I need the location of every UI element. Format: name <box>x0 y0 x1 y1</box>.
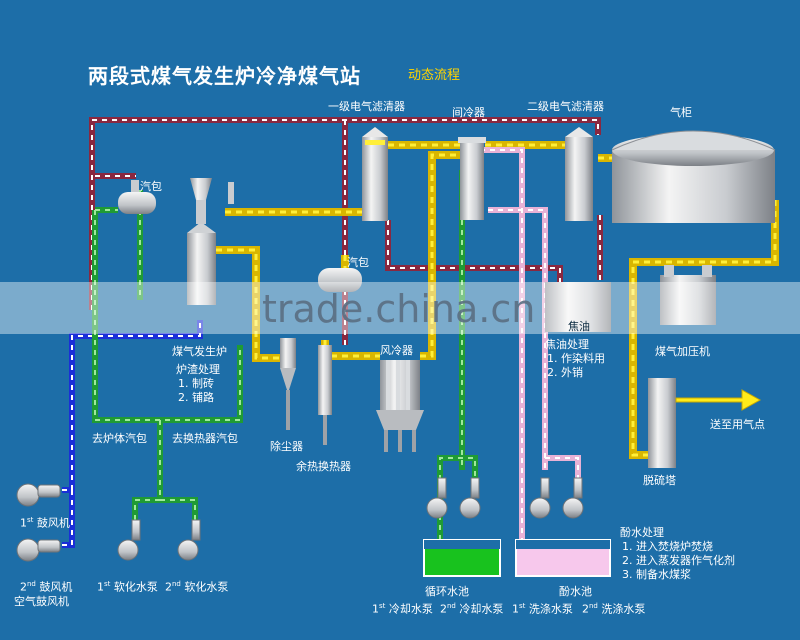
slag-title: 炉渣处理 <box>176 363 220 376</box>
label-dust-remover: 除尘器 <box>270 440 303 453</box>
label-gas-booster: 煤气加压机 <box>655 345 710 358</box>
label-esp2: 二级电气滤清器 <box>527 100 604 113</box>
label-cool-pump-2: 2nd 冷却水泵 <box>440 602 504 616</box>
tar-tank <box>545 282 611 332</box>
label-wash-pump-2: 2nd 洗涤水泵 <box>582 602 646 616</box>
phenol-title: 酚水处理 <box>620 526 664 539</box>
cooling-water-pump-1 <box>426 477 448 519</box>
label-to-users: 送至用气点 <box>710 418 765 431</box>
phenol-item-1: 1. 进入焚烧炉焚烧 <box>622 540 713 553</box>
tar-notes: 焦油处理 1. 作染料用 2. 外销 <box>545 338 605 380</box>
label-soft-pump-2: 2nd 软化水泵 <box>165 580 229 594</box>
label-to-exchanger-drum: 去换热器汽包 <box>172 432 238 445</box>
label-blower-1: 1st 鼓风机 <box>20 516 70 530</box>
intercooler <box>458 137 486 220</box>
electrostatic-precipitator-1 <box>362 127 388 221</box>
label-intercooler: 间冷器 <box>452 106 485 119</box>
page-title: 两段式煤气发生炉冷净煤气站 <box>88 64 361 88</box>
watermark-band <box>0 282 800 334</box>
watermark: trade.china.cn <box>262 287 536 331</box>
phenol-item-2: 2. 进入蒸发器作气化剂 <box>622 554 735 567</box>
label-tar: 焦油 <box>568 320 590 333</box>
label-esp1: 一级电气滤清器 <box>328 100 405 113</box>
soft-water-pump-2 <box>177 519 201 561</box>
air-cooler <box>376 360 424 452</box>
circulating-water-pool <box>423 539 501 577</box>
label-wash-pump-1: 1st 洗涤水泵 <box>512 602 573 616</box>
label-circ-pool: 循环水池 <box>425 585 469 598</box>
label-steam-drum-2: 汽包 <box>347 256 369 269</box>
label-blower-2: 2nd 鼓风机 <box>20 580 73 594</box>
label-blower-group: 空气鼓风机 <box>14 595 69 608</box>
label-steam-drum-1: 汽包 <box>140 180 162 193</box>
desulfurization-tower <box>648 378 676 468</box>
label-gas-holder: 气柜 <box>670 106 692 119</box>
blower-1 <box>16 483 61 507</box>
label-to-furnace-drum: 去炉体汽包 <box>92 432 147 445</box>
phenol-item-3: 3. 制备水煤浆 <box>622 568 691 581</box>
steam-drum-2 <box>318 268 362 292</box>
dust-remover <box>280 338 296 430</box>
steam-drum-1 <box>118 180 156 214</box>
gasifier <box>187 178 234 305</box>
label-waste-heat: 余热换热器 <box>296 460 351 473</box>
slag-item-1: 1. 制砖 <box>178 377 214 390</box>
label-gasifier: 煤气发生炉 <box>172 345 227 358</box>
phenol-water-pool <box>515 539 611 577</box>
waste-heat-exchanger <box>318 345 332 445</box>
tar-title: 焦油处理 <box>545 338 589 351</box>
label-air-cooler: 风冷器 <box>380 344 413 357</box>
slag-notes: 炉渣处理 1. 制砖 2. 铺路 <box>176 363 220 405</box>
phenol-notes: 酚水处理 1. 进入焚烧炉焚烧 2. 进入蒸发器作气化剂 3. 制备水煤浆 <box>620 526 735 582</box>
tar-item-1: 1. 作染料用 <box>547 352 605 365</box>
label-cool-pump-1: 1st 冷却水泵 <box>372 602 433 616</box>
gas-holder <box>611 130 776 223</box>
cooling-water-pump-2 <box>459 477 481 519</box>
soft-water-pump-1 <box>117 519 141 561</box>
label-desulfurizer: 脱硫塔 <box>643 474 676 487</box>
wash-water-pump-1 <box>529 477 551 519</box>
gas-booster <box>660 265 716 325</box>
blower-2 <box>16 538 61 562</box>
tar-item-2: 2. 外销 <box>547 366 583 379</box>
electrostatic-precipitator-2 <box>565 127 593 221</box>
slag-item-2: 2. 铺路 <box>178 391 214 404</box>
delivery-arrow <box>675 389 762 411</box>
page-subtitle: 动态流程 <box>408 68 461 83</box>
label-soft-pump-1: 1st 软化水泵 <box>97 580 158 594</box>
label-phenol-pool: 酚水池 <box>559 585 592 598</box>
wash-water-pump-2 <box>562 477 584 519</box>
